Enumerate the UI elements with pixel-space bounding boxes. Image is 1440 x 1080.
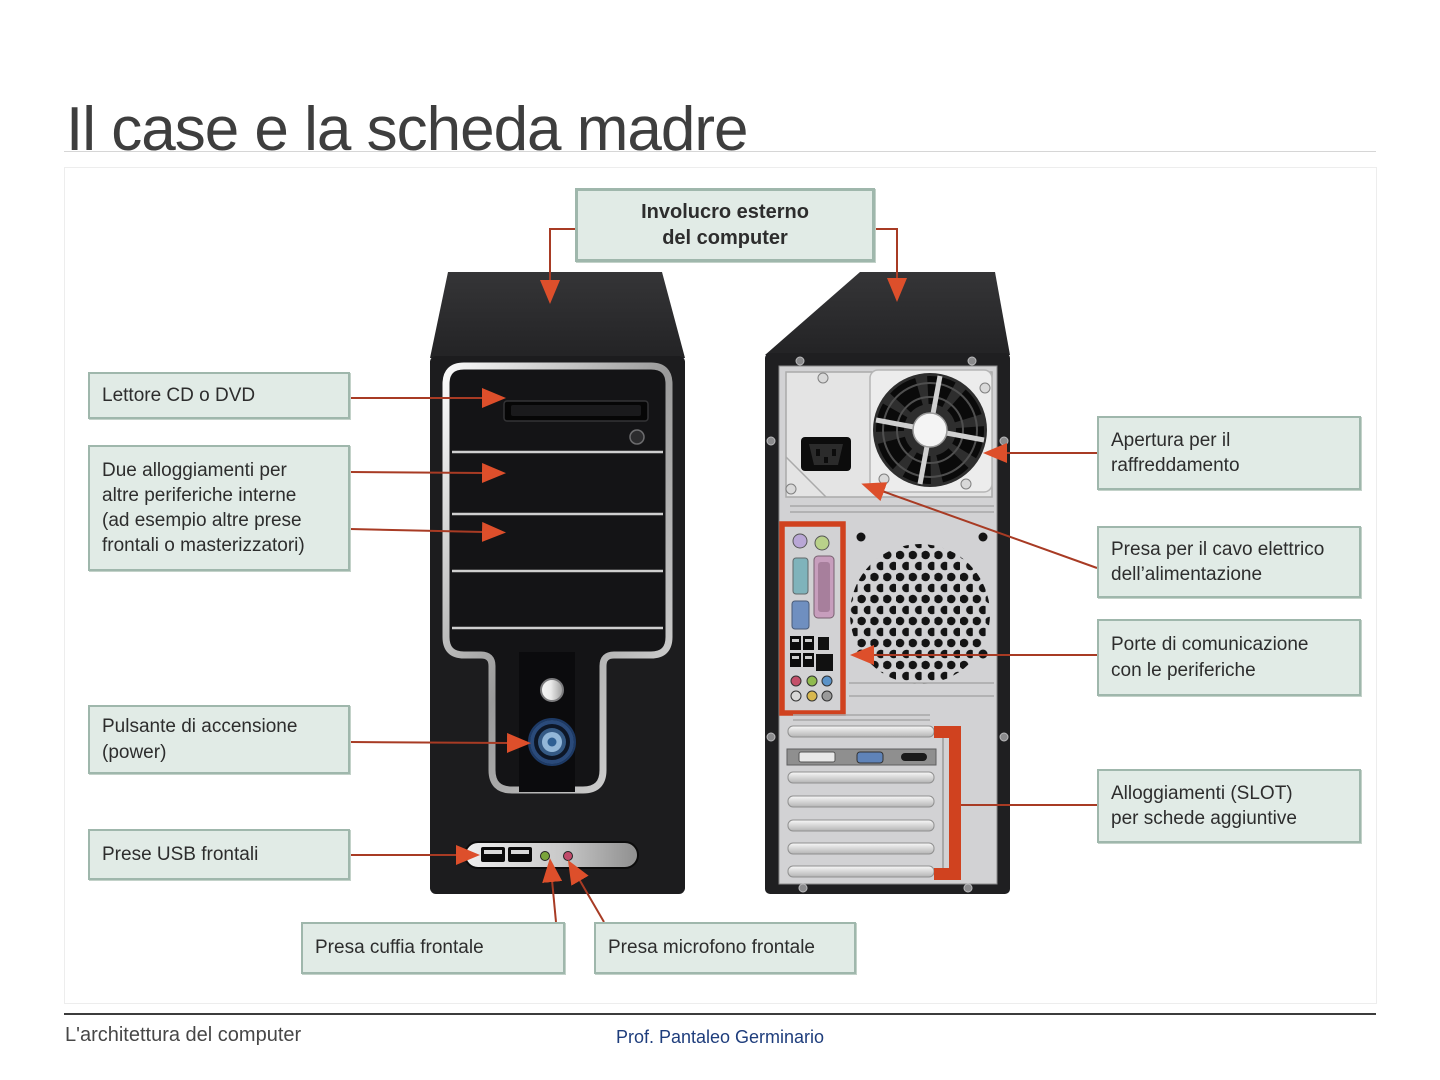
- io-panel-highlight: [779, 521, 846, 716]
- callout-prese-usb: Prese USB frontali: [88, 829, 350, 880]
- vga-port-card: [856, 751, 884, 764]
- callout-label: Alloggiamenti (SLOT) per schede aggiunti…: [1111, 782, 1297, 829]
- power-button: [528, 718, 576, 766]
- usb-port: [481, 847, 505, 862]
- footer-course-title: L'architettura del computer: [65, 1024, 302, 1046]
- usb-ports-rear: [790, 636, 814, 667]
- callout-label: Presa per il cavo elettrico dell’aliment…: [1111, 538, 1325, 585]
- arrow-cavo: [861, 482, 1098, 569]
- callout-label: Apertura per il raffreddamento: [1111, 429, 1240, 476]
- rear-case-top-face: [765, 272, 1010, 355]
- usb-port: [508, 847, 532, 862]
- front-control-column: [519, 652, 576, 792]
- panel-divider-lines: [790, 505, 994, 513]
- front-usb-panel: [464, 841, 639, 869]
- rear-case-illustration: [765, 272, 1010, 894]
- thumbscrews: [785, 372, 991, 495]
- callout-pulsante-accensione: Pulsante di accensione (power): [88, 705, 350, 774]
- slot-area-lines: [793, 682, 994, 721]
- arrow-bay-2: [349, 462, 506, 483]
- case-screws: [766, 356, 1009, 893]
- arrow-cuffia: [542, 858, 563, 923]
- page-title: Il case e la scheda madre: [66, 94, 748, 164]
- firewire-port: [818, 637, 829, 650]
- callout-slot-schede: Alloggiamenti (SLOT) per schede aggiunti…: [1097, 769, 1361, 843]
- callout-lettore-cd-dvd: Lettore CD o DVD: [88, 372, 350, 419]
- arrow-pulsante: [349, 732, 531, 753]
- callout-label: Lettore CD o DVD: [102, 384, 256, 406]
- callout-involucro-esterno: Involucro esterno del computer: [575, 188, 875, 262]
- eject-button: [629, 429, 645, 445]
- title-divider: [64, 151, 1376, 152]
- power-socket: [801, 437, 851, 471]
- arrow-involucro-rear: [875, 228, 907, 302]
- audio-jacks: [790, 675, 833, 702]
- arrow-bay-3: [349, 521, 506, 542]
- ps2-keyboard-port: [814, 535, 830, 551]
- callout-label: Porte di comunicazione con le periferich…: [1111, 634, 1309, 681]
- psu-fan: [873, 373, 987, 487]
- reset-button: [540, 678, 564, 702]
- callout-label: Prese USB frontali: [102, 843, 259, 865]
- callout-apertura-raffreddamento: Apertura per il raffreddamento: [1097, 416, 1361, 490]
- callout-label: Presa cuffia frontale: [315, 937, 484, 959]
- psu-area: [785, 369, 993, 498]
- callout-presa-cavo-elettrico: Presa per il cavo elettrico dell’aliment…: [1097, 526, 1361, 598]
- vga-port: [791, 600, 810, 630]
- serial-port: [792, 557, 809, 595]
- ethernet-port: [816, 654, 833, 671]
- graphics-card-bracket: [786, 748, 937, 766]
- io-ports-panel: [779, 521, 846, 716]
- callout-presa-cuffia: Presa cuffia frontale: [301, 922, 565, 974]
- slot-highlight-bracket: [934, 726, 961, 880]
- callout-label: Involucro esterno del computer: [641, 200, 809, 249]
- callout-label: Presa microfono frontale: [608, 937, 815, 959]
- callout-label: Pulsante di accensione (power): [102, 716, 298, 763]
- cd-dvd-drive: [503, 400, 649, 445]
- expansion-slots: [786, 725, 961, 880]
- parallel-port-slot: [818, 562, 830, 612]
- footer-author: Prof. Pantaleo Germinario: [615, 1027, 825, 1047]
- footer-divider: [64, 1013, 1376, 1015]
- front-case-top-face: [430, 272, 685, 358]
- hdmi-port: [901, 753, 927, 761]
- drive-bays: [452, 450, 663, 630]
- arrow-microfono: [567, 859, 605, 923]
- ps2-mouse-port: [792, 533, 808, 549]
- arrow-involucro-front: [540, 228, 575, 304]
- callout-alloggiamenti-periferiche: Due alloggiamenti per altre periferiche …: [88, 445, 350, 571]
- callout-label: Due alloggiamenti per altre periferiche …: [102, 459, 305, 557]
- callout-presa-microfono: Presa microfono frontale: [594, 922, 856, 974]
- dvi-port: [798, 751, 836, 763]
- callout-porte-comunicazione: Porte di comunicazione con le periferich…: [1097, 619, 1361, 696]
